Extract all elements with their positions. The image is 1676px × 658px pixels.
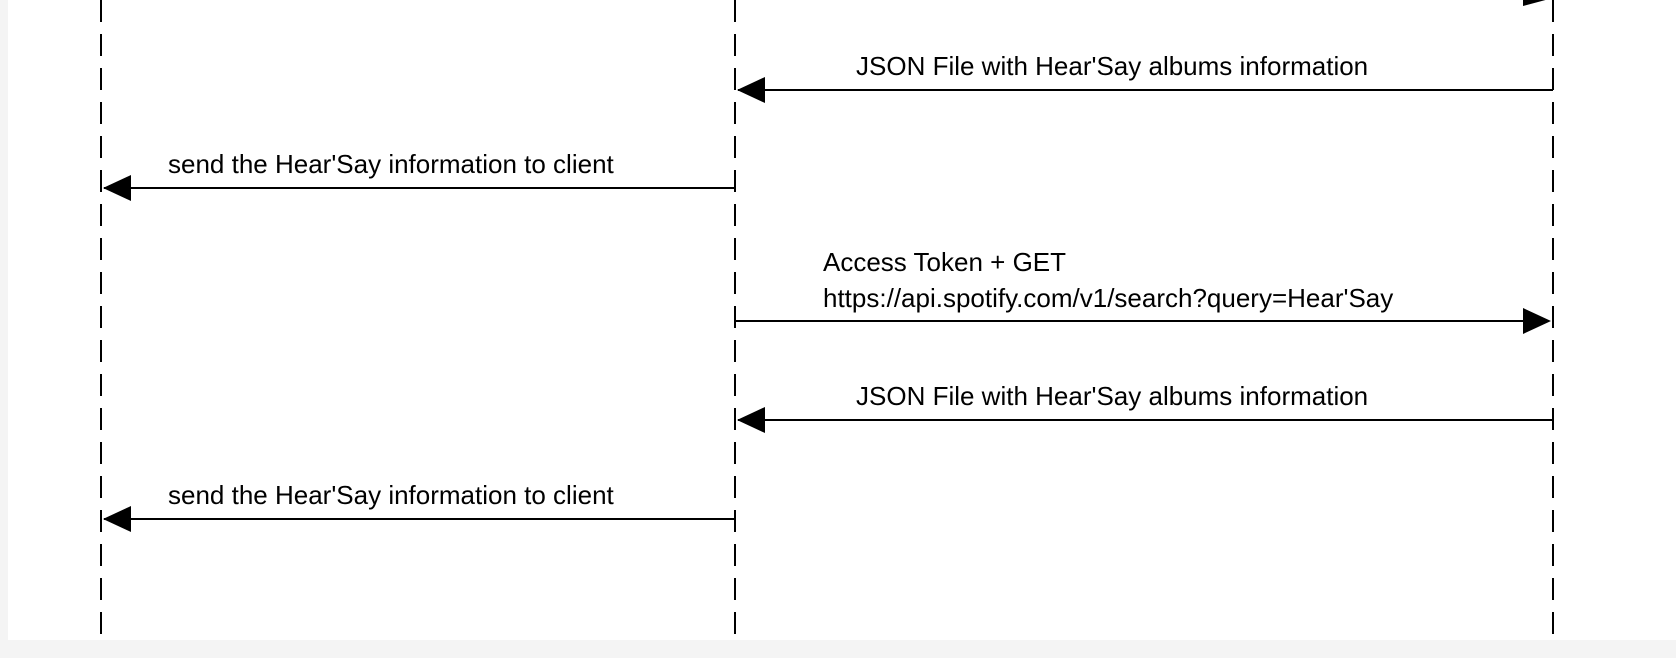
message-label-get-line1: Access Token + GET bbox=[823, 247, 1067, 277]
message-label-get-line2: https://api.spotify.com/v1/search?query=… bbox=[823, 283, 1394, 313]
message-label-get: Access Token + GET https://api.spotify.c… bbox=[823, 244, 1393, 316]
message-label-json-1: JSON File with Hear'Say albums informati… bbox=[856, 51, 1369, 81]
arrow-head-send-1 bbox=[103, 175, 131, 201]
arrow-head-json-1 bbox=[737, 77, 765, 103]
arrow-head-json-2 bbox=[737, 407, 765, 433]
message-label-send-1: send the Hear'Say information to client bbox=[168, 149, 614, 179]
message-label-send-2: send the Hear'Say information to client bbox=[168, 480, 614, 510]
message-label-json-2: JSON File with Hear'Say albums informati… bbox=[856, 381, 1369, 411]
arrow-head-send-2 bbox=[103, 506, 131, 532]
arrow-head-get bbox=[1523, 308, 1551, 334]
arrow-head-partial-top bbox=[1523, 0, 1546, 6]
